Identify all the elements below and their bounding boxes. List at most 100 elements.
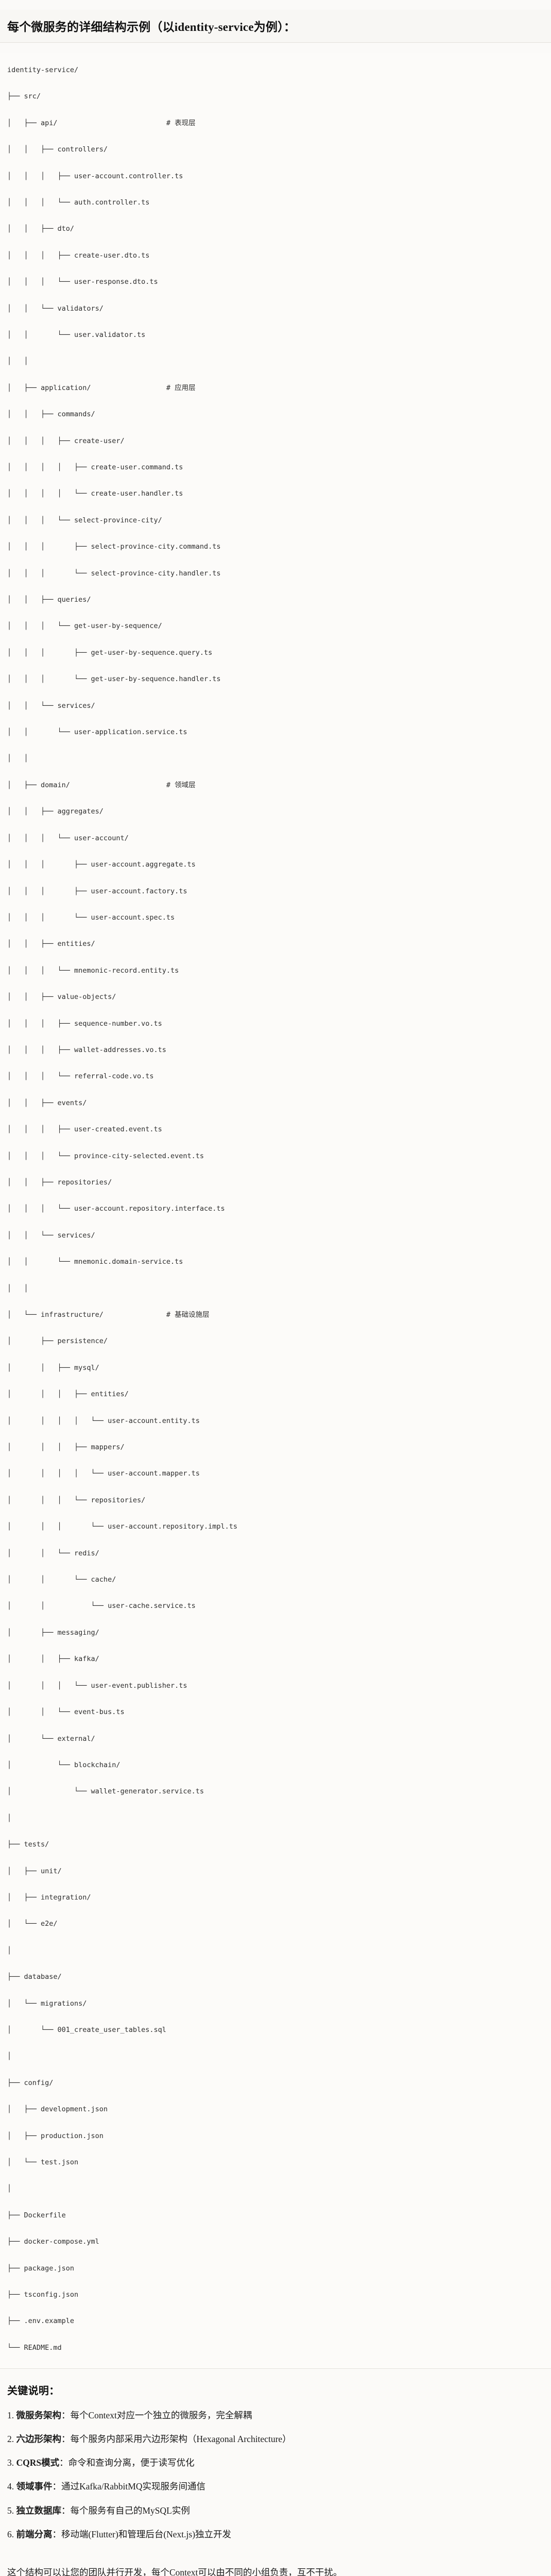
tree-line-path: │ ├── application/ — [7, 383, 166, 392]
tree-line-comment: # 应用层 — [166, 383, 196, 392]
tree-line: │ │ ├── events/ — [7, 1098, 87, 1107]
key-points-section: 关键说明： 微服务架构：每个Context对应一个独立的微服务，完全解耦六边形架… — [0, 2368, 551, 2557]
tree-line: │ │ │ │ ├── create-user.command.ts — [7, 463, 183, 471]
tree-line: │ ├── persistence/ — [7, 1337, 108, 1346]
key-point-separator: ： — [59, 2458, 68, 2468]
tree-line: │ │ │ ├── select-province-city.command.t… — [7, 543, 221, 551]
tree-line: │ │ ├── mysql/ — [7, 1363, 99, 1372]
key-point-term: CQRS模式 — [16, 2458, 60, 2468]
tree-line: │ │ │ └── user-account.spec.ts — [7, 913, 175, 922]
tree-line-comment: # 表现层 — [166, 118, 196, 127]
tree-line: │ │ ├── queries/ — [7, 596, 91, 604]
key-points-title: 关键说明： — [7, 2385, 60, 2397]
tree-line: │ ├── api/ # 表现层 — [7, 117, 551, 130]
tree-line: │ │ — [7, 1284, 28, 1293]
tree-line: │ ├── integration/ — [7, 1893, 91, 1902]
closing-paragraph: 这个结构可以让您的团队并行开发，每个Context可以由不同的小组负责，互不干扰… — [7, 2567, 342, 2576]
key-point-term: 领域事件 — [16, 2481, 53, 2492]
tree-line: │ ├── development.json — [7, 2105, 108, 2114]
tree-line: │ │ │ └── user-response.dto.ts — [7, 278, 158, 286]
tree-line: │ — [7, 2052, 12, 2061]
tree-line: │ ├── application/ # 应用层 — [7, 382, 551, 395]
tree-line: │ │ │ ├── wallet-addresses.vo.ts — [7, 1045, 166, 1054]
tree-line: ├── Dockerfile — [7, 2211, 66, 2219]
tree-line: │ │ ├── entities/ — [7, 940, 95, 948]
key-point-separator: ： — [61, 2433, 71, 2444]
tree-line: │ │ └── event-bus.ts — [7, 1708, 125, 1717]
tree-line: │ │ └── user-cache.service.ts — [7, 1602, 196, 1611]
key-point-description: 每个Context对应一个独立的微服务，完全解耦 — [70, 2410, 252, 2420]
tree-line: ├── tsconfig.json — [7, 2291, 79, 2299]
tree-line: │ ├── production.json — [7, 2131, 104, 2140]
tree-line-comment: # 领域层 — [166, 781, 196, 789]
key-point-description: 每个服务内部采用六边形架构（Hexagonal Architecture） — [70, 2433, 291, 2444]
key-point-term: 前端分离 — [16, 2529, 53, 2539]
tree-line: │ │ │ └── referral-code.vo.ts — [7, 1072, 154, 1081]
tree-line: │ │ │ ├── user-created.event.ts — [7, 1125, 162, 1134]
tree-line: │ │ ├── value-objects/ — [7, 993, 116, 1002]
tree-line: │ │ │ ├── user-account.aggregate.ts — [7, 860, 196, 869]
tree-line: │ │ │ └── user-account.repository.interf… — [7, 1205, 225, 1213]
tree-line: │ ├── domain/ # 领域层 — [7, 779, 551, 792]
tree-line: ├── tests/ — [7, 1840, 49, 1849]
key-point-separator: ： — [61, 2410, 71, 2420]
tree-line: │ │ │ ├── get-user-by-sequence.query.ts — [7, 648, 213, 657]
key-points-list: 微服务架构：每个Context对应一个独立的微服务，完全解耦六边形架构：每个服务… — [7, 2409, 544, 2541]
tree-line: │ └── migrations/ — [7, 1999, 87, 2008]
tree-line: │ │ │ └── select-province-city.handler.t… — [7, 569, 221, 578]
tree-line: │ │ — [7, 754, 28, 763]
key-point-item: 独立数据库：每个服务有自己的MySQL实例 — [7, 2504, 544, 2517]
tree-line: ├── database/ — [7, 1973, 62, 1981]
tree-line: │ │ │ │ └── user-account.mapper.ts — [7, 1469, 200, 1478]
tree-line: │ — [7, 1814, 12, 1822]
tree-line: ├── .env.example — [7, 2317, 75, 2326]
tree-line: │ └── 001_create_user_tables.sql — [7, 2025, 166, 2034]
tree-line: │ │ ├── commands/ — [7, 410, 95, 419]
tree-line: │ │ ├── aggregates/ — [7, 807, 104, 816]
key-point-item: CQRS模式：命令和查询分离，便于读写优化 — [7, 2456, 544, 2469]
tree-line: │ │ └── mnemonic.domain-service.ts — [7, 1258, 183, 1266]
tree-line: │ └── blockchain/ — [7, 1760, 120, 1769]
tree-line: │ │ │ ├── create-user.dto.ts — [7, 251, 150, 260]
tree-line-path: │ ├── api/ — [7, 118, 166, 127]
tree-line: │ — [7, 2184, 12, 2193]
key-point-description: 通过Kafka/RabbitMQ实现服务间通信 — [61, 2481, 205, 2492]
key-point-item: 领域事件：通过Kafka/RabbitMQ实现服务间通信 — [7, 2480, 544, 2493]
key-point-separator: ： — [52, 2529, 62, 2539]
key-point-item: 六边形架构：每个服务内部采用六边形架构（Hexagonal Architectu… — [7, 2432, 544, 2446]
tree-line: │ │ │ └── get-user-by-sequence/ — [7, 622, 162, 631]
key-point-separator: ： — [52, 2481, 62, 2492]
tree-line: │ │ └── services/ — [7, 1231, 95, 1240]
tree-line: │ └── e2e/ — [7, 1920, 58, 1928]
tree-line: │ │ └── cache/ — [7, 1575, 116, 1584]
tree-line: │ │ — [7, 357, 28, 366]
tree-line: │ │ └── user.validator.ts — [7, 330, 146, 339]
directory-tree: identity-service/ ├── src/ │ ├── api/ # … — [7, 64, 551, 2355]
tree-line: │ │ │ ├── user-account.controller.ts — [7, 172, 183, 180]
tree-line: │ │ │ └── auth.controller.ts — [7, 198, 150, 207]
tree-line: │ └── test.json — [7, 2158, 79, 2166]
tree-line: │ │ │ ├── user-account.factory.ts — [7, 887, 187, 895]
key-point-description: 移动端(Flutter)和管理后台(Next.js)独立开发 — [61, 2529, 232, 2539]
tree-line: │ │ │ └── mnemonic-record.entity.ts — [7, 966, 179, 975]
tree-line: │ │ ├── dto/ — [7, 225, 75, 233]
tree-line: │ │ │ │ └── user-account.entity.ts — [7, 1416, 200, 1425]
tree-line: │ ├── unit/ — [7, 1867, 62, 1875]
page-title: 每个微服务的详细结构示例（以identity-service为例）： — [0, 10, 551, 43]
tree-line: │ │ │ └── get-user-by-sequence.handler.t… — [7, 675, 221, 684]
directory-tree-code-block: identity-service/ ├── src/ │ ├── api/ # … — [0, 52, 551, 2369]
key-point-term: 独立数据库 — [16, 2505, 62, 2516]
tree-line: │ └── external/ — [7, 1734, 95, 1743]
tree-line: identity-service/ — [7, 65, 79, 74]
key-point-description: 每个服务有自己的MySQL实例 — [70, 2505, 190, 2516]
tree-line: ├── config/ — [7, 2078, 54, 2087]
tree-line-path: │ └── infrastructure/ — [7, 1311, 166, 1319]
key-point-term: 微服务架构 — [16, 2410, 62, 2420]
tree-line: │ │ │ └── repositories/ — [7, 1496, 146, 1504]
tree-line-path: │ ├── domain/ — [7, 781, 166, 789]
tree-line: │ │ └── services/ — [7, 701, 95, 710]
tree-line: ├── src/ — [7, 92, 41, 101]
tree-line: │ │ │ └── user-account/ — [7, 834, 129, 842]
tree-line: │ │ └── user-application.service.ts — [7, 728, 187, 737]
tree-line: │ └── infrastructure/ # 基础设施层 — [7, 1309, 551, 1322]
